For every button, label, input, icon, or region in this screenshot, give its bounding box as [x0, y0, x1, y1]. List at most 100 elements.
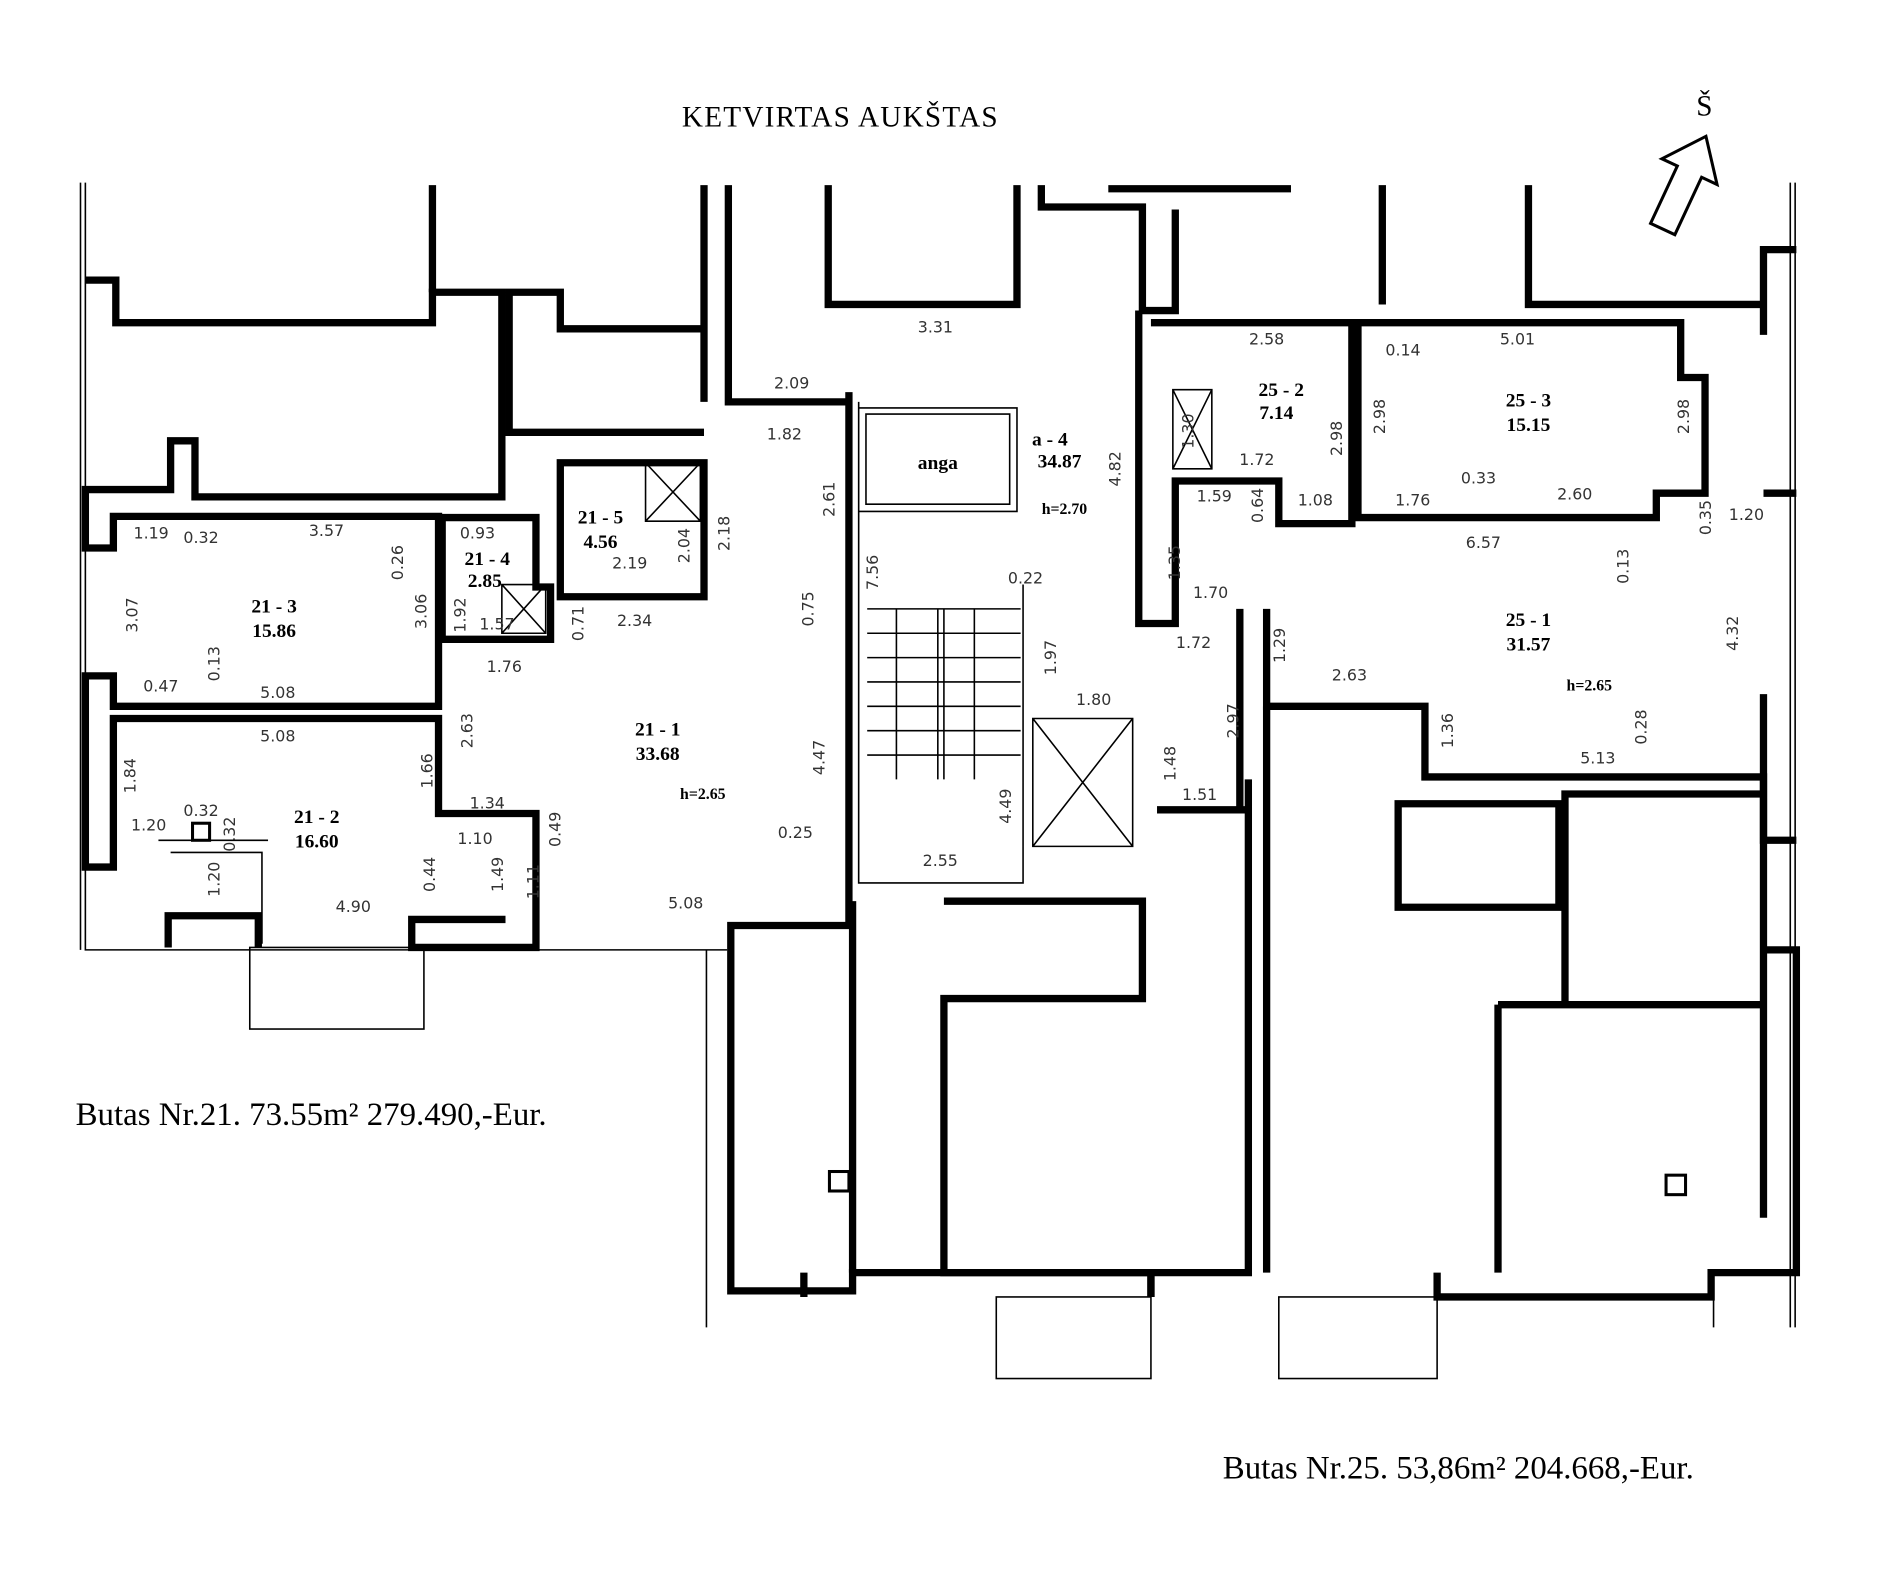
- dimension-label: 1.20: [204, 862, 223, 897]
- ceiling-height: h=2.65: [1567, 677, 1613, 694]
- dimension-label: 1.08: [1298, 490, 1333, 509]
- room-id: a - 4: [1032, 430, 1068, 451]
- dimension-label: 1.70: [1193, 583, 1228, 602]
- dimensions: 2.09 1.82 2.61 1.19 0.32 3.57 0.26 0.93 …: [120, 317, 1764, 916]
- room-id: 21 - 5: [578, 508, 624, 529]
- room-area: 34.87: [1038, 452, 1082, 473]
- dimension-label: 0.71: [568, 606, 587, 641]
- apartment-21-caption: Butas Nr.21. 73.55m² 279.490,-Eur.: [76, 1097, 547, 1133]
- dimension-label: 0.22: [1008, 568, 1043, 587]
- dimension-label: 0.32: [220, 817, 239, 852]
- dimension-label: 4.82: [1105, 451, 1124, 486]
- dimension-label: 1.59: [1197, 487, 1232, 506]
- dimension-label: 0.25: [778, 823, 813, 842]
- dimension-label: 0.26: [388, 545, 407, 580]
- room-area: 15.86: [252, 621, 296, 642]
- dimension-label: 1.80: [1076, 690, 1111, 709]
- room-area: 31.57: [1507, 634, 1551, 655]
- room-area: 33.68: [636, 744, 680, 765]
- room-area: 4.56: [583, 532, 617, 553]
- dimension-label: 1.92: [450, 597, 469, 632]
- dimension-label: 2.97: [1224, 703, 1243, 738]
- dimension-label: 1.66: [417, 753, 436, 788]
- dimension-label: 0.13: [1613, 549, 1632, 584]
- dimension-label: 1.72: [1176, 633, 1211, 652]
- dimension-label: 1.82: [767, 425, 802, 444]
- dimension-label: 0.64: [1248, 488, 1267, 523]
- dimension-label: 1.76: [1395, 490, 1430, 509]
- dimension-label: 0.13: [204, 646, 223, 681]
- dimension-label: 0.32: [183, 528, 218, 547]
- dimension-label: 2.98: [1327, 421, 1346, 456]
- room-labels: 21 - 1 33.68 21 - 2 16.60 21 - 3 15.86 2…: [251, 380, 1612, 853]
- north-arrow-icon: Š: [1648, 90, 1720, 237]
- ceiling-height: h=2.65: [680, 786, 726, 803]
- dimension-label: 1.84: [120, 758, 139, 793]
- dimension-label: 1.11: [523, 864, 542, 899]
- room-id: 25 - 3: [1506, 391, 1552, 412]
- dimension-label: 2.34: [617, 611, 652, 630]
- dimension-label: 1.36: [1438, 713, 1457, 748]
- dimension-label: 0.35: [1696, 500, 1715, 535]
- dimension-label: 2.04: [674, 528, 693, 563]
- dimension-label: 0.47: [143, 677, 178, 696]
- dimension-label: 1.49: [488, 857, 507, 892]
- dimension-label: 5.08: [260, 727, 295, 746]
- dimension-label: 1.57: [479, 615, 514, 634]
- room-id: 25 - 1: [1506, 610, 1551, 631]
- dimension-label: 4.47: [810, 740, 829, 775]
- anga-label: anga: [918, 453, 958, 474]
- dimension-label: 1.72: [1239, 450, 1274, 469]
- dimension-label: 2.60: [1557, 484, 1592, 503]
- dimension-label: 2.98: [1674, 399, 1693, 434]
- dimension-label: 1.30: [1179, 413, 1198, 448]
- dimension-label: 7.56: [863, 555, 882, 590]
- dimension-label: 5.08: [260, 683, 295, 702]
- room-id: 21 - 2: [294, 807, 339, 828]
- room-id: 21 - 4: [465, 549, 511, 570]
- dimension-label: 2.98: [1370, 399, 1389, 434]
- dimension-label: 1.34: [470, 794, 505, 813]
- dimension-label: 0.44: [420, 857, 439, 892]
- dimension-label: 0.14: [1385, 341, 1420, 360]
- floor-title: KETVIRTAS AUKŠTAS: [682, 101, 999, 134]
- dimension-label: 5.08: [668, 893, 703, 912]
- dimension-label: 5.13: [1580, 749, 1615, 768]
- walls: [79, 182, 1801, 1380]
- apartment-25-caption: Butas Nr.25. 53,86m² 204.668,-Eur.: [1223, 1450, 1694, 1486]
- dimension-label: 3.31: [918, 317, 953, 336]
- dimension-label: 4.49: [996, 789, 1015, 824]
- north-label: Š: [1696, 90, 1713, 123]
- dimension-label: 4.32: [1723, 616, 1742, 651]
- dimension-label: 2.55: [923, 851, 958, 870]
- dimension-label: 1.19: [134, 523, 169, 542]
- dimension-label: 3.06: [411, 594, 430, 629]
- room-area: 15.15: [1507, 415, 1551, 436]
- dimension-label: 0.32: [183, 801, 218, 820]
- dimension-label: 2.63: [1332, 666, 1367, 685]
- dimension-label: 1.97: [1041, 640, 1060, 675]
- dimension-label: 2.63: [458, 713, 477, 748]
- dimension-label: 5.01: [1500, 330, 1535, 349]
- dimension-label: 1.10: [457, 829, 492, 848]
- dimension-label: 1.48: [1160, 746, 1179, 781]
- room-area: 2.85: [468, 571, 502, 592]
- dimension-label: 1.20: [1729, 505, 1764, 524]
- room-id: 25 - 2: [1259, 380, 1304, 401]
- dimension-label: 3.07: [123, 597, 142, 632]
- room-id: 21 - 1: [635, 720, 680, 741]
- dimension-label: 2.09: [774, 373, 809, 392]
- dimension-label: 1.20: [131, 816, 166, 835]
- dimension-label: 4.90: [336, 897, 371, 916]
- dimension-label: 3.57: [309, 521, 344, 540]
- dimension-label: 2.58: [1249, 330, 1284, 349]
- ceiling-height: h=2.70: [1042, 501, 1088, 518]
- dimension-label: 1.51: [1182, 785, 1217, 804]
- dimension-label: 6.57: [1466, 533, 1501, 552]
- dimension-label: 2.61: [819, 482, 838, 517]
- dimension-label: 1.35: [1165, 545, 1184, 580]
- dimension-label: 0.28: [1632, 709, 1651, 744]
- dimension-label: 2.19: [612, 554, 647, 573]
- room-id: 21 - 3: [251, 597, 297, 618]
